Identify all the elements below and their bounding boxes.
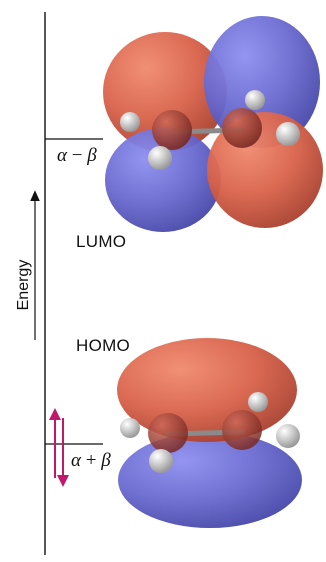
lumo-lobe-bottom-left [105,128,221,232]
electron-down-arrowhead [57,475,69,487]
lumo-label: LUMO [76,232,127,251]
homo-hydrogen-1 [120,418,140,438]
energy-axis-label: Energy [15,259,32,311]
lumo-energy-op: − [71,145,83,166]
homo-carbon-right [222,410,262,450]
homo-lobe-bottom [118,432,302,528]
electron-pair [49,408,69,487]
homo-lobe-top [117,338,297,442]
homo-energy-label: α + β [71,450,111,472]
lumo-energy-symbol: α [57,145,67,166]
homo-energy-symbol: α [71,450,81,471]
lumo-hydrogen-2 [148,146,172,170]
lumo-hydrogen-3 [245,90,265,110]
lumo-energy-label: α − β [57,145,97,167]
homo-orbital [117,338,302,528]
homo-carbon-left [148,413,188,453]
lumo-carbon-left [152,110,192,150]
energy-axis-label-wrap: Energy [7,260,41,311]
homo-energy-op: + [85,450,97,471]
lumo-hydrogen-4 [276,122,300,146]
homo-label: HOMO [76,336,131,355]
homo-hydrogen-4 [276,424,300,448]
electron-up-arrowhead [49,408,61,420]
homo-hydrogen-3 [248,392,268,412]
homo-energy-param: β [101,450,111,471]
lumo-carbon-right [222,108,262,148]
homo-hydrogen-2 [149,449,173,473]
lumo-hydrogen-1 [120,112,140,132]
lumo-energy-param: β [87,145,97,166]
lumo-orbital [103,16,323,232]
